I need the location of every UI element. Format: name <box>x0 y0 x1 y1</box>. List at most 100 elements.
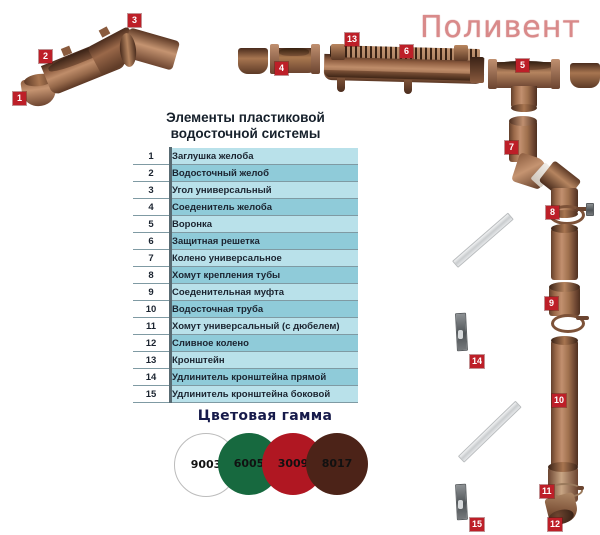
callout-badge-1[interactable]: 1 <box>13 92 26 105</box>
connector-left-flange <box>270 44 279 74</box>
clamp-bolt-arm <box>576 207 590 211</box>
row-name: Соеденитель желоба <box>170 198 358 216</box>
color-gamma-title: Цветовая гамма <box>197 408 333 424</box>
row-name: Угол универсальный <box>170 181 358 199</box>
row-name: Колено универсальное <box>170 249 358 267</box>
part-pipe-clamp-lower <box>551 314 585 333</box>
part-bracket-right <box>454 45 468 61</box>
row-number: 10 <box>133 300 172 318</box>
downpipe-upper-rim <box>551 224 578 233</box>
callout-badge-5[interactable]: 5 <box>516 59 529 72</box>
row-number: 12 <box>133 334 172 352</box>
row-number: 1 <box>133 147 172 165</box>
coupler-rim <box>549 282 580 292</box>
extender-side-slot <box>458 500 463 509</box>
clamp-bracket-plate <box>586 203 594 216</box>
row-name: Водосточный желоб <box>170 164 358 182</box>
row-name: Сливное колено <box>170 334 358 352</box>
universal-clamp-dowel-pin <box>577 486 584 490</box>
color-swatch-8017-code: 8017 <box>321 457 353 470</box>
funnel-left-flange <box>488 59 497 89</box>
part-bracket-extender-side <box>457 400 522 463</box>
row-name: Кронштейн <box>170 351 358 369</box>
bracket-left-hook <box>337 78 345 92</box>
row-name: Защитная решетка <box>170 232 358 250</box>
parts-table-title-line1: Элементы пластиковой <box>166 110 325 125</box>
downpipe-segment-upper <box>551 228 578 280</box>
funnel-outlet-rim <box>511 104 537 112</box>
row-name: Удлинитель кронштейна боковой <box>170 385 358 403</box>
row-number: 2 <box>133 164 172 182</box>
gutter-stub-right <box>570 63 600 88</box>
row-number: 8 <box>133 266 172 284</box>
row-number: 4 <box>133 198 172 216</box>
drain-elbow-top-rim <box>548 462 578 472</box>
color-swatch-8017[interactable]: 8017 <box>306 433 368 495</box>
row-number: 3 <box>133 181 172 199</box>
callout-badge-9[interactable]: 9 <box>545 297 558 310</box>
row-name: Хомут крепления тубы <box>170 266 358 284</box>
row-name: Удлинитель кронштейна прямой <box>170 368 358 386</box>
callout-badge-11[interactable]: 11 <box>540 485 554 498</box>
callout-badge-4[interactable]: 4 <box>275 62 288 75</box>
callout-badge-6[interactable]: 6 <box>400 45 413 58</box>
callout-badge-3[interactable]: 3 <box>128 14 141 27</box>
callout-badge-15[interactable]: 15 <box>470 518 485 531</box>
row-name: Соеденительная муфта <box>170 283 358 301</box>
connector-right-flange <box>311 44 320 74</box>
gutter-long-end <box>470 57 484 83</box>
row-number: 7 <box>133 249 172 267</box>
row-number: 6 <box>133 232 172 250</box>
row-name: Хомут универсальный (с дюбелем) <box>170 317 358 335</box>
color-swatches: 9003 6005 3009 8017 <box>170 427 368 499</box>
clamp-lower-arm <box>576 316 589 320</box>
part-bracket-left <box>331 44 345 60</box>
bracket-right-hook <box>404 80 412 94</box>
parts-table-panel: Элементы пластиковой водосточной системы… <box>133 110 358 403</box>
callout-badge-13[interactable]: 13 <box>345 33 360 46</box>
callout-badge-7[interactable]: 7 <box>505 141 518 154</box>
row-number: 14 <box>133 368 172 386</box>
funnel-right-flange <box>551 59 560 89</box>
parts-table-title-line2: водосточной системы <box>170 126 321 141</box>
row-name: Воронка <box>170 215 358 233</box>
color-gamma-panel: Цветовая гамма 9003 6005 3009 8017 <box>170 408 368 499</box>
row-number: 13 <box>133 351 172 369</box>
row-number: 5 <box>133 215 172 233</box>
callout-badge-10[interactable]: 10 <box>552 394 567 407</box>
color-swatch-6005-code: 6005 <box>233 457 265 470</box>
callout-badge-12[interactable]: 12 <box>548 518 563 531</box>
row-name: Заглушка желоба <box>170 147 358 165</box>
row-name: Водосточная труба <box>170 300 358 318</box>
extender-straight-slot <box>458 330 463 339</box>
part-bracket-extender-straight <box>452 212 514 268</box>
callout-badge-14[interactable]: 14 <box>470 355 485 368</box>
callout-badge-2[interactable]: 2 <box>39 50 52 63</box>
row-number: 11 <box>133 317 172 335</box>
color-swatch-9003-code: 9003 <box>190 458 222 471</box>
callout-badge-8[interactable]: 8 <box>546 206 559 219</box>
funnel-outlet-spigot <box>511 86 537 108</box>
gutter-stub-left <box>238 48 268 74</box>
row-number: 15 <box>133 385 172 403</box>
parts-table-title: Элементы пластиковой водосточной системы <box>133 110 358 142</box>
row-number: 9 <box>133 283 172 301</box>
